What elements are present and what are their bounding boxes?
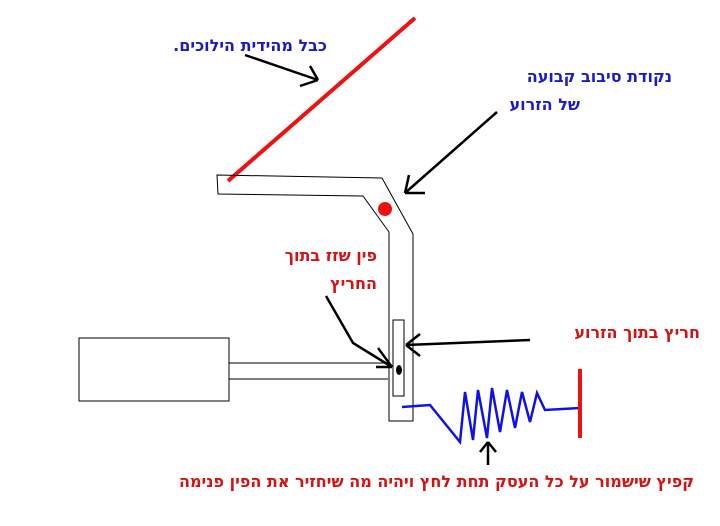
pin-label-line1: פין שזז בתוך xyxy=(285,246,377,265)
slot-label: חריץ בתוך הזרוע xyxy=(574,323,700,342)
pivot-point xyxy=(378,202,392,216)
slot xyxy=(392,319,405,397)
cable-label: כבל מהידית הילוכים. xyxy=(173,36,327,55)
pivot-label-line2: של הזרוע xyxy=(509,95,580,114)
lever-arm xyxy=(216,174,414,422)
actuator-box xyxy=(78,337,230,402)
spring-label: קפיץ שישמור על כל העסק תחת לחץ ויהיה מה … xyxy=(179,472,694,491)
pin xyxy=(396,365,402,375)
actuator-rod xyxy=(229,362,388,380)
pin-label-line2: החריץ xyxy=(330,274,377,293)
gear-cable xyxy=(226,16,417,183)
spring xyxy=(401,387,581,446)
arrow-icon xyxy=(244,53,531,465)
pivot-label-line1: נקודת סיבוב קבועה xyxy=(527,67,672,86)
